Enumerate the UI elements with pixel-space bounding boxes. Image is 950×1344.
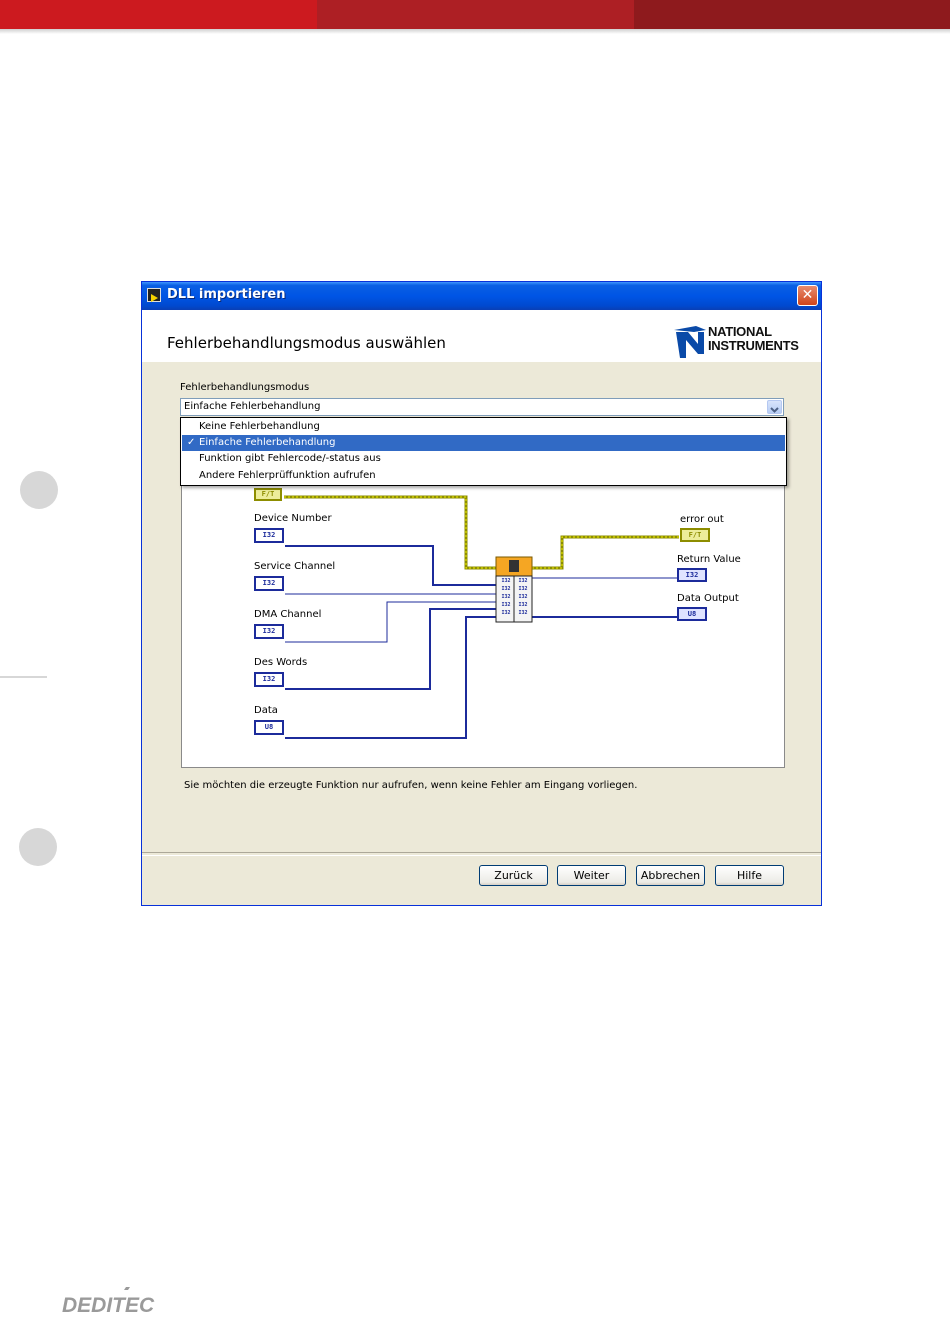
input-label: Data <box>254 705 278 716</box>
node-row-type: I32 <box>518 610 528 616</box>
input-terminal[interactable]: I32 <box>254 576 284 591</box>
output-label: error out <box>680 514 724 525</box>
logo-mark <box>124 1287 130 1290</box>
wizard-header: Fehlerbehandlungsmodus auswählen NATIONA… <box>142 310 821 362</box>
output-terminal[interactable]: U8 <box>677 607 707 621</box>
error-mode-value: Einfache Fehlerbehandlung <box>184 401 321 412</box>
footer-separator <box>142 852 821 856</box>
side-dot-upper <box>20 471 58 509</box>
ni-logo-text: NATIONAL INSTRUMENTS <box>708 325 799 353</box>
ni-logo-line1: NATIONAL <box>708 324 772 339</box>
wire-data <box>285 616 496 739</box>
side-dot-lower <box>19 828 57 866</box>
close-icon: ✕ <box>801 287 814 303</box>
thin-wires <box>285 577 679 643</box>
error-mode-select[interactable]: Einfache Fehlerbehandlung <box>180 398 784 416</box>
error-in-type: F/T <box>254 488 282 501</box>
error-in-terminal[interactable]: F/T <box>254 488 282 501</box>
checkmark-icon: ✓ <box>187 437 196 448</box>
wire-des-words <box>285 608 496 690</box>
logo-text: DEDITEC <box>62 1294 155 1317</box>
title-bar[interactable]: DLL importieren ✕ <box>142 282 821 310</box>
option-label: Keine Fehlerbehandlung <box>199 421 320 432</box>
header-band-right <box>634 0 950 29</box>
window-title: DLL importieren <box>167 287 286 302</box>
dropdown-button[interactable] <box>767 400 782 414</box>
error-mode-dropdown-list: Keine Fehlerbehandlung ✓ Einfache Fehler… <box>180 417 787 486</box>
dropdown-option[interactable]: Keine Fehlerbehandlung <box>182 419 785 435</box>
dropdown-option-selected[interactable]: ✓ Einfache Fehlerbehandlung <box>182 435 785 451</box>
diagram-canvas <box>284 495 679 739</box>
node-row-type: I32 <box>501 594 511 600</box>
error-wires-highlight <box>284 496 679 569</box>
mode-description: Sie möchten die erzeugte Funktion nur au… <box>184 780 638 791</box>
wire-device-number <box>285 545 496 586</box>
error-out-wire <box>532 535 679 570</box>
call-library-node <box>495 556 533 623</box>
node-row-right: I32 I32 I32 I32 I32 <box>515 577 531 617</box>
dll-import-dialog: DLL importieren ✕ Fehlerbehandlungsmodus… <box>141 281 822 906</box>
wire-dma-channel <box>285 601 496 643</box>
deditec-logo: DEDITEC <box>62 1287 155 1317</box>
input-terminal[interactable]: U8 <box>254 720 284 735</box>
labview-app-icon <box>147 288 161 302</box>
error-wires <box>284 495 679 570</box>
chevron-down-icon <box>770 407 779 413</box>
input-terminal[interactable]: I32 <box>254 672 284 687</box>
back-button[interactable]: Zurück <box>479 865 548 886</box>
input-label: Device Number <box>254 513 332 524</box>
page-heading: Fehlerbehandlungsmodus auswählen <box>167 334 446 352</box>
output-label: Return Value <box>677 554 741 565</box>
node-header-icon <box>509 560 519 572</box>
option-label: Funktion gibt Fehlercode/-status aus <box>199 453 381 464</box>
node-row-type: I32 <box>501 578 511 584</box>
option-label: Einfache Fehlerbehandlung <box>199 437 336 448</box>
next-button[interactable]: Weiter <box>557 865 626 886</box>
close-button[interactable]: ✕ <box>797 285 818 306</box>
input-label: DMA Channel <box>254 609 322 620</box>
ni-logo-line2: INSTRUMENTS <box>708 338 799 353</box>
node-row-type: I32 <box>518 578 528 584</box>
output-label: Data Output <box>677 593 739 604</box>
input-terminal[interactable]: I32 <box>254 624 284 639</box>
option-label: Andere Fehlerprüffunktion aufrufen <box>199 470 376 481</box>
national-instruments-eagle-icon <box>674 326 706 358</box>
error-in-wire <box>284 495 496 570</box>
node-row-type: I32 <box>518 594 528 600</box>
node-row-type: I32 <box>501 610 511 616</box>
header-shadow <box>0 29 950 34</box>
error-mode-label: Fehlerbehandlungsmodus <box>180 382 310 393</box>
input-label: Service Channel <box>254 561 336 572</box>
node-row-type: I32 <box>518 602 528 608</box>
node-row-left: I32 I32 I32 I32 I32 <box>498 577 514 617</box>
header-band-middle <box>317 0 634 29</box>
output-terminal[interactable]: F/T <box>680 528 710 542</box>
input-terminal[interactable]: I32 <box>254 528 284 543</box>
dropdown-option[interactable]: Funktion gibt Fehlercode/-status aus <box>182 451 785 467</box>
header-band-left <box>0 0 317 29</box>
node-row-type: I32 <box>501 602 511 608</box>
data-wires <box>285 545 679 739</box>
dropdown-option[interactable]: Andere Fehlerprüffunktion aufrufen <box>182 468 785 484</box>
help-button[interactable]: Hilfe <box>715 865 784 886</box>
output-terminal[interactable]: I32 <box>677 568 707 582</box>
cancel-button[interactable]: Abbrechen <box>636 865 705 886</box>
node-row-type: I32 <box>501 586 511 592</box>
side-line <box>0 676 47 678</box>
node-row-type: I32 <box>518 586 528 592</box>
input-label: Des Words <box>254 657 308 668</box>
